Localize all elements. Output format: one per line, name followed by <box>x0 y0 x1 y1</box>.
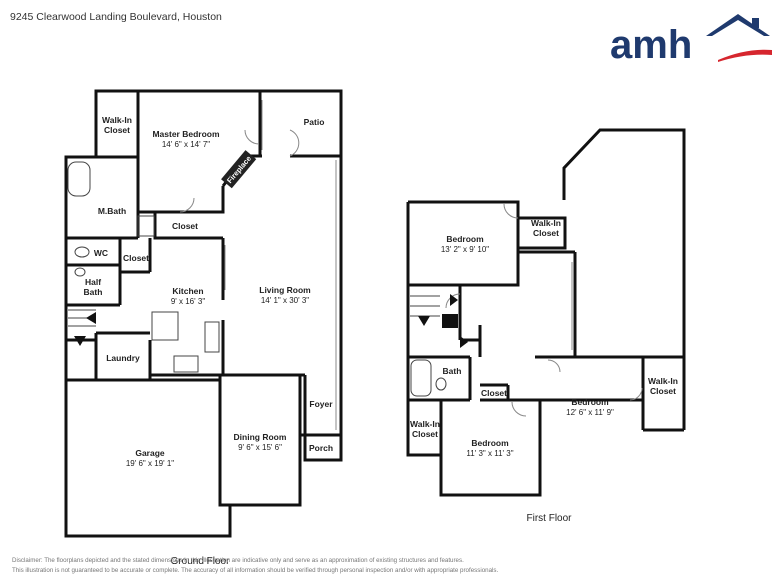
chimney-icon <box>752 18 759 28</box>
logo-wordmark: amh <box>610 23 692 67</box>
ground-floor-label: Ground Floor <box>171 556 231 567</box>
kitchen-island-icon <box>151 311 179 341</box>
dims-kitchen: 9' x 16' 3" <box>171 297 206 306</box>
wall-walkin-closet <box>94 89 140 159</box>
stair-arrow-icon <box>418 316 430 326</box>
wall-garage <box>64 380 232 538</box>
fireplace-icon <box>221 150 257 189</box>
label-closet-small: Closet <box>123 253 149 263</box>
first-floor-label: First Floor <box>527 513 573 524</box>
dims-bedroom-south: 11' 3" x 11' 3" <box>466 449 513 458</box>
wall-master-bedroom <box>138 89 262 128</box>
dims-master-bedroom: 14' 6" x 14' 7" <box>162 140 210 149</box>
label-mbath: M.Bath <box>98 206 126 216</box>
disclaimer: Disclaimer: The floorplans depicted and … <box>12 556 772 576</box>
label-patio: Patio <box>304 117 325 127</box>
label-dining-room: Dining Room <box>234 432 287 442</box>
label-wc: WC <box>94 248 108 258</box>
label-walkin-closet-east: Walk-In <box>648 376 678 386</box>
label-half-bath: Half <box>85 277 101 287</box>
label-walkin-closet-east-2: Closet <box>650 386 676 396</box>
stair-landing <box>442 314 458 328</box>
dims-garage: 19' 6" x 19' 1" <box>126 459 174 468</box>
label-walkin-closet-west-2: Closet <box>412 429 438 439</box>
stove-icon <box>173 355 199 373</box>
label-foyer: Foyer <box>309 399 333 409</box>
disclaimer-line-1: Disclaimer: The floorplans depicted and … <box>12 557 464 564</box>
fridge-icon <box>204 321 220 353</box>
property-address: 9245 Clearwood Landing Boulevard, Housto… <box>10 11 222 23</box>
label-walkin-closet-2: Closet <box>104 125 130 135</box>
stair-arrow-icon <box>74 336 86 346</box>
label-kitchen: Kitchen <box>172 286 203 296</box>
shower-icon <box>137 215 155 237</box>
wall-first-floor-outer <box>406 128 686 497</box>
label-half-bath-2: Bath <box>84 287 103 297</box>
house-roof-icon <box>706 14 770 36</box>
logo-swoosh <box>718 49 772 62</box>
dims-bedroom-east: 12' 6" x 11' 9" <box>566 408 614 417</box>
label-bath: Bath <box>443 366 462 376</box>
label-laundry: Laundry <box>106 353 140 363</box>
label-walkin-closet-west: Walk-In <box>410 419 440 429</box>
label-walkin-closet-top: Walk-In <box>531 218 561 228</box>
amh-logo: amh <box>610 14 772 67</box>
label-bedroom-nw: Bedroom <box>446 234 484 244</box>
stair-arrow-icon <box>460 336 468 348</box>
disclaimer-line-2: This illustration is not guaranteed to b… <box>12 567 499 574</box>
wall-walkin-closet-top <box>516 216 567 250</box>
toilet-icon <box>74 246 90 258</box>
label-closet-master: Closet <box>172 221 198 231</box>
wall-patio <box>260 89 343 158</box>
label-porch: Porch <box>309 443 333 453</box>
bathtub-icon <box>67 161 91 197</box>
stair-arrow-icon <box>86 312 96 324</box>
label-master-bedroom: Master Bedroom <box>152 129 220 139</box>
label-bedroom-south: Bedroom <box>471 438 509 448</box>
wall-dining-room <box>218 375 302 507</box>
dims-dining-room: 9' 6" x 15' 6" <box>238 443 282 452</box>
stair-arrow-icon <box>450 294 458 306</box>
label-walkin-closet-top-2: Closet <box>533 228 559 238</box>
toilet-first-floor-icon <box>435 377 447 391</box>
label-garage: Garage <box>135 448 165 458</box>
label-living-room: Living Room <box>259 285 311 295</box>
dims-living-room: 14' 1" x 30' 3" <box>261 296 309 305</box>
dims-bedroom-nw: 13' 2" x 9' 10" <box>441 245 489 254</box>
bathtub-first-floor-icon <box>410 359 432 397</box>
wall-mbath <box>64 155 138 240</box>
label-bedroom-east: Bedroom <box>571 397 609 407</box>
label-walkin-closet: Walk-In <box>102 115 132 125</box>
label-closet: Closet <box>481 388 507 398</box>
sink-icon <box>74 267 86 277</box>
